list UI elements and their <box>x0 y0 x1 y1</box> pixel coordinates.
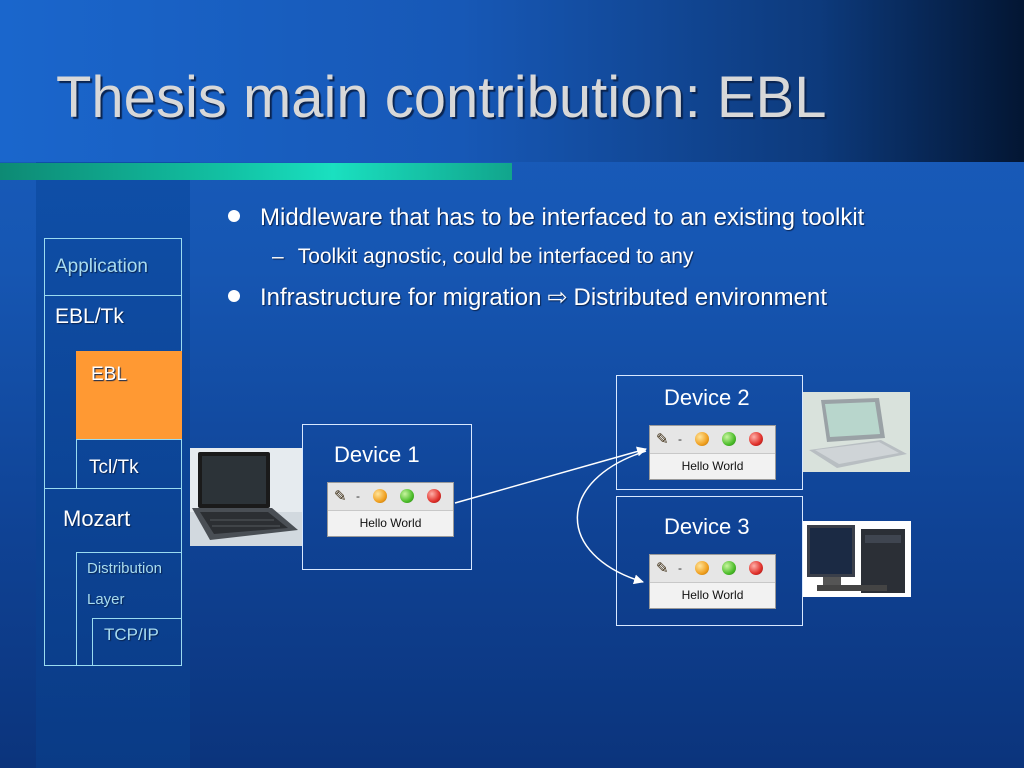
stack-distribution-label-2: Layer <box>87 591 125 608</box>
device-1-label: Device 1 <box>334 442 420 467</box>
window-text: Hello World <box>681 588 744 602</box>
feather-icon: ✎ <box>656 560 669 577</box>
stack-tcl-tk-label: Tcl/Tk <box>89 457 139 478</box>
feather-icon: ✎ <box>656 431 669 448</box>
stack-mozart-label: Mozart <box>63 506 131 531</box>
device-3-photo <box>803 521 911 597</box>
tablet-pc-icon <box>803 392 910 472</box>
device-2-label: Device 2 <box>664 385 750 410</box>
window-titlebar: ✎ - <box>650 426 775 454</box>
bullet-text-after: Distributed environment <box>573 284 827 311</box>
dash-icon: – <box>272 245 284 268</box>
red-light-icon <box>749 561 763 575</box>
device-3-frame <box>616 496 803 626</box>
bullet-middleware: Middleware that has to be interfaced to … <box>228 204 864 232</box>
slide-title: Thesis main contribution: EBL <box>56 65 827 130</box>
green-light-icon <box>722 561 736 575</box>
device-3-window: ✎ - Hello World <box>649 554 776 609</box>
desktop-computer-icon <box>803 521 911 597</box>
minimize-icon: - <box>678 432 682 446</box>
minimize-icon: - <box>356 489 360 503</box>
laptop-icon <box>190 448 302 546</box>
green-light-icon <box>400 489 414 503</box>
device-2-window: ✎ - Hello World <box>649 425 776 480</box>
stack-ebl-box <box>76 351 182 439</box>
arrow-device2-to-device3 <box>576 450 647 585</box>
device-3-label: Device 3 <box>664 514 750 539</box>
stack-application-label: Application <box>55 256 148 277</box>
green-light-icon <box>722 432 736 446</box>
bullet-text-before: Infrastructure for migration <box>260 284 542 311</box>
bullet-infrastructure: Infrastructure for migration⇨Distributed… <box>228 283 827 312</box>
window-text: Hello World <box>681 459 744 473</box>
window-titlebar: ✎ - <box>650 555 775 583</box>
orange-light-icon <box>373 489 387 503</box>
feather-icon: ✎ <box>334 488 347 505</box>
bullet-dot-icon <box>228 209 240 222</box>
device-2-photo <box>803 392 910 472</box>
stack-tcp-ip-box <box>92 618 182 666</box>
bullet-dot-icon <box>228 289 240 302</box>
bullet-text: Middleware that has to be interfaced to … <box>260 204 865 231</box>
device-1-window: ✎ - Hello World <box>327 482 454 537</box>
stack-ebl-tk-label: EBL/Tk <box>55 305 124 328</box>
stack-ebl-label: EBL <box>91 364 127 385</box>
window-text: Hello World <box>359 516 422 530</box>
device-2-frame <box>616 375 803 490</box>
minimize-icon: - <box>678 561 682 575</box>
arrow-device1-to-device2 <box>454 446 647 504</box>
red-light-icon <box>749 432 763 446</box>
device-1-frame <box>302 424 472 570</box>
right-arrow-icon: ⇨ <box>547 284 568 311</box>
accent-bar <box>0 163 512 180</box>
sub-bullet-toolkit: –Toolkit agnostic, could be interfaced t… <box>272 245 693 269</box>
orange-light-icon <box>695 432 709 446</box>
red-light-icon <box>427 489 441 503</box>
window-titlebar: ✎ - <box>328 483 453 511</box>
title-band <box>0 0 1024 162</box>
stack-tcp-ip-label: TCP/IP <box>104 625 159 644</box>
sub-bullet-text: Toolkit agnostic, could be interfaced to… <box>297 245 694 268</box>
device-1-photo <box>190 448 302 546</box>
orange-light-icon <box>695 561 709 575</box>
stack-distribution-label-1: Distribution <box>87 560 163 577</box>
left-strip <box>36 162 190 768</box>
